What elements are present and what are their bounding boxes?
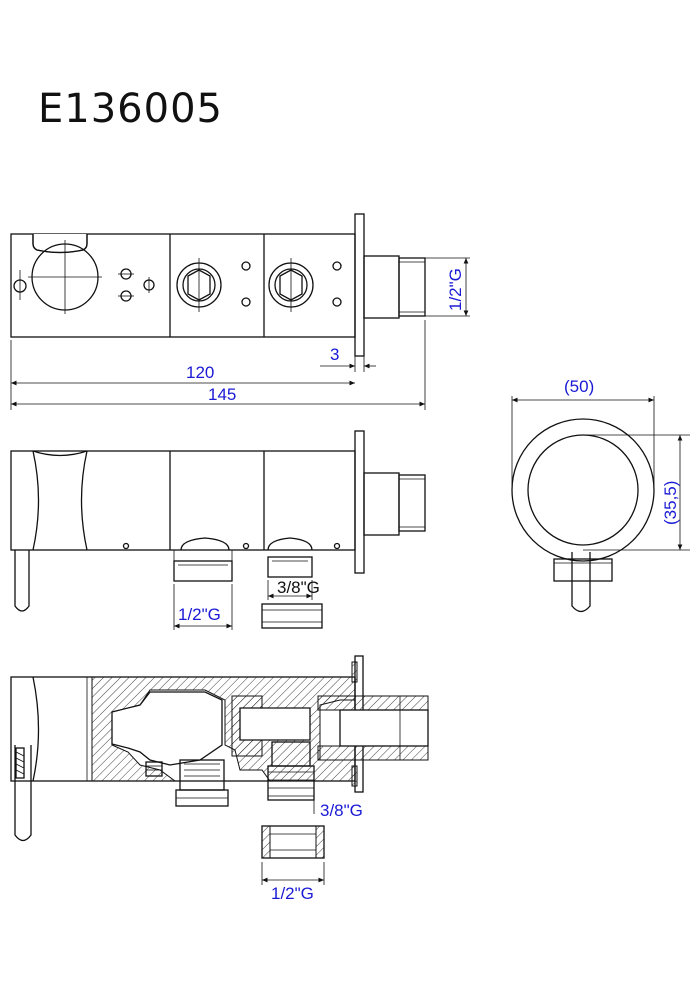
dim-circle-height: (35,5) [661,481,680,525]
dim-section-large-outlet: 1/2"G [271,884,314,903]
dim-front-large-outlet: 1/2"G [178,605,221,624]
section-view: 3/8"G 1/2"G [10,655,429,903]
dim-section-small-outlet: 3/8"G [320,801,363,820]
dim-circle-diameter: (50) [564,377,594,396]
dim-overall-length: 145 [208,385,236,404]
top-view: 1/2"G 3 120 145 [10,213,470,410]
front-view: 3/8"G 1/2"G [10,430,426,630]
dim-body-length: 120 [186,363,214,382]
dim-top-thread: 1/2"G [446,268,465,311]
drawing-title: E136005 [38,86,223,132]
dim-front-small-outlet: 3/8"G [277,578,320,597]
side-view: (50) (35,5) [511,377,690,613]
dim-flange-thickness: 3 [330,345,339,364]
